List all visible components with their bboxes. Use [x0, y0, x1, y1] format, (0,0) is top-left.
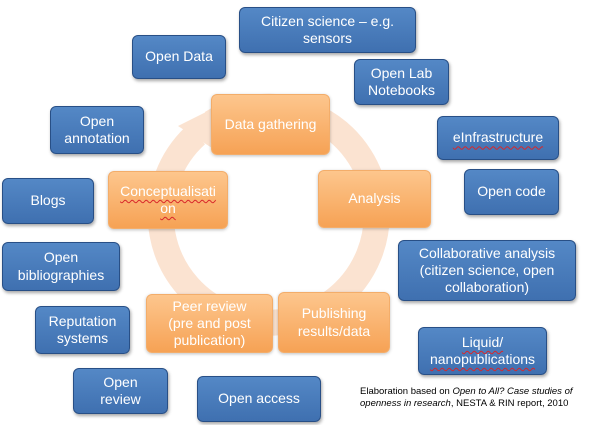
stage-publishing: Publishing results/data	[278, 292, 390, 353]
practice-open-lab-notebooks-label: Open Lab Notebooks	[368, 64, 435, 98]
practice-open-access-label: Open access	[218, 390, 300, 407]
stage-analysis-label: Analysis	[348, 190, 401, 207]
practice-open-data-label: Open Data	[145, 48, 213, 65]
practice-citizen-science: Citizen science – e.g. sensors	[239, 7, 416, 53]
practice-liquid-nanopublications-label: Liquid/ nanopublications	[429, 333, 536, 367]
stage-conceptualisation-label: Conceptualisati on	[120, 182, 216, 216]
practice-open-review-label: Open review	[100, 373, 141, 407]
stage-data-gathering-label: Data gathering	[224, 115, 317, 132]
practice-open-lab-notebooks: Open Lab Notebooks	[354, 59, 449, 105]
practice-citizen-science-label: Citizen science – e.g. sensors	[260, 12, 395, 46]
practice-open-review: Open review	[73, 368, 168, 414]
stage-publishing-label: Publishing results/data	[297, 305, 371, 339]
practice-einfrastructure: eInfrastructure	[437, 116, 559, 160]
practice-reputation-systems-label: Reputation systems	[48, 312, 117, 346]
practice-open-code: Open code	[464, 169, 559, 215]
practice-open-code-label: Open code	[477, 183, 546, 200]
practice-collaborative-analysis-label: Collaborative analysis (citizen science,…	[418, 244, 556, 296]
caption-prefix: Elaboration based on	[360, 386, 453, 397]
source-caption: Elaboration based on Open to All? Case s…	[360, 386, 592, 410]
practice-blogs: Blogs	[2, 178, 94, 224]
stage-analysis: Analysis	[318, 170, 431, 228]
cycle-arrow-head	[178, 106, 218, 148]
practice-open-bibliographies: Open bibliographies	[2, 242, 120, 291]
practice-collaborative-analysis: Collaborative analysis (citizen science,…	[398, 240, 576, 301]
practice-open-access: Open access	[197, 376, 321, 422]
practice-open-annotation-label: Open annotation	[64, 112, 130, 146]
stage-data-gathering: Data gathering	[211, 94, 330, 155]
practice-einfrastructure-label: eInfrastructure	[452, 129, 544, 146]
practice-liquid-nanopublications: Liquid/ nanopublications	[418, 327, 547, 375]
practice-open-bibliographies-label: Open bibliographies	[17, 249, 105, 283]
caption-title: Open to All? Case studies of openness in…	[360, 386, 573, 409]
stage-conceptualisation: Conceptualisati on	[108, 171, 228, 229]
practice-reputation-systems: Reputation systems	[35, 306, 130, 354]
practice-open-annotation: Open annotation	[50, 106, 144, 154]
practice-blogs-label: Blogs	[30, 192, 66, 209]
stage-peer-review-label: Peer review (pre and post publication)	[168, 297, 251, 349]
practice-open-data: Open Data	[132, 35, 226, 79]
stage-peer-review: Peer review (pre and post publication)	[146, 294, 273, 353]
caption-suffix: , NESTA & RIN report, 2010	[450, 397, 569, 409]
